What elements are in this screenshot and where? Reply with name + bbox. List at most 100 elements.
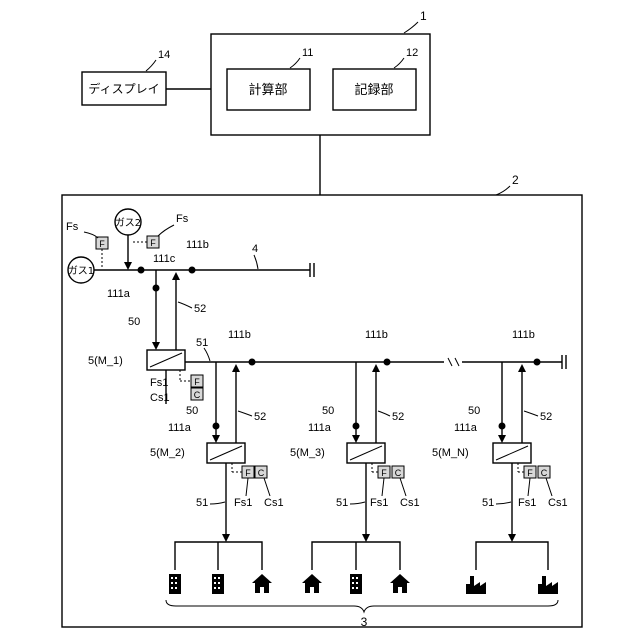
- gas2-feed-arrow: [124, 262, 132, 270]
- label-51-mn: 51: [482, 497, 494, 509]
- m3-down-arrow: [352, 435, 360, 443]
- record-unit-ref: 12: [406, 47, 418, 59]
- label-52-mn-leader: [524, 411, 538, 416]
- building-icon: [212, 574, 224, 594]
- node-111a-mn: [499, 423, 506, 430]
- mn-tag-leaders: [528, 478, 552, 496]
- m2-out-arrow: [222, 534, 230, 542]
- station-m2-label: 5(M_2): [150, 447, 185, 459]
- consumers-bracket: [166, 600, 558, 612]
- house-icon: [252, 574, 272, 593]
- record-unit-label: 記録部: [354, 82, 393, 98]
- label-111b-2: 111b: [365, 329, 388, 341]
- factory-icon: [466, 576, 486, 594]
- m1-up-arrow: [172, 272, 180, 280]
- label-50-mn: 50: [468, 405, 480, 417]
- node-111b-main: [189, 267, 196, 274]
- building-icon: [350, 574, 362, 594]
- label-52-mn: 52: [540, 411, 552, 423]
- m3-out-arrow: [362, 534, 370, 542]
- label-52-m1-leader: [178, 302, 192, 308]
- station-m3-label: 5(M_3): [290, 447, 325, 459]
- label-52-m3-leader: [378, 411, 390, 416]
- m3-cs1-label: Cs1: [400, 497, 420, 509]
- factory-icon: [538, 576, 558, 594]
- m1-down-arrow: [152, 342, 160, 350]
- node-111c: [138, 267, 145, 274]
- label-111b-3: 111b: [512, 329, 535, 341]
- node-111b-2: [384, 359, 391, 366]
- gas1-fs-label: Fs: [66, 221, 79, 233]
- m2-cs1-label: Cs1: [264, 497, 284, 509]
- label-52-m3: 52: [392, 411, 404, 423]
- consumers-ref: 3: [361, 615, 368, 629]
- gas2-fs-label: Fs: [176, 213, 189, 225]
- label-50-m1: 50: [128, 316, 140, 328]
- m3-c-tag-label: C: [395, 468, 402, 478]
- node-111a-m3: [353, 423, 360, 430]
- label-51-m3-leader: [350, 502, 365, 504]
- label-111c: 111c: [153, 253, 176, 265]
- calc-unit-label: 計算部: [248, 82, 287, 98]
- label-111a-mn: 111a: [454, 422, 478, 434]
- mn-c-tag-label: C: [541, 468, 548, 478]
- m2-up-arrow: [232, 364, 240, 372]
- m2-f-tag-label: F: [245, 468, 251, 478]
- display-label: ディスプレイ: [88, 81, 159, 96]
- label-111a-m1: 111a: [107, 288, 131, 300]
- station-mn-label: 5(M_N): [432, 447, 469, 459]
- m3-fs1-label: Fs1: [370, 497, 388, 509]
- house-icon: [302, 574, 322, 593]
- mn-down-arrow: [498, 435, 506, 443]
- mn-cs1-label: Cs1: [548, 497, 568, 509]
- label-50-m3: 50: [322, 405, 334, 417]
- label-51-m2-leader: [210, 502, 225, 504]
- node-111b-3: [534, 359, 541, 366]
- label-111b-1: 111b: [228, 329, 251, 341]
- m2-c-tag-label: C: [258, 468, 265, 478]
- system-ref: 2: [512, 173, 519, 187]
- m3-tag-leaders: [382, 478, 406, 496]
- server-ref: 1: [420, 9, 427, 23]
- gas2-fs-leader: [158, 225, 174, 236]
- display-ref: 14: [158, 49, 170, 61]
- node-111a-m1: [153, 285, 160, 292]
- main-pipeline-ref: 4: [252, 243, 258, 255]
- m3-up-arrow: [372, 364, 380, 372]
- mn-up-arrow: [518, 364, 526, 372]
- label-111a-m3: 111a: [308, 422, 332, 434]
- mn-f-tag-label: F: [527, 468, 533, 478]
- mn-consumer-rail: [476, 542, 548, 570]
- label-51-mn-leader: [496, 502, 511, 504]
- mn-out-arrow: [508, 534, 516, 542]
- mn-fs1-label: Fs1: [518, 497, 536, 509]
- label-50-m2: 50: [186, 405, 198, 417]
- label-52-m2-leader: [238, 411, 252, 416]
- m2-tag-leaders: [246, 478, 270, 496]
- distribution-break: [448, 358, 459, 366]
- node-111b-1: [249, 359, 256, 366]
- display-ref-leader: [146, 60, 156, 71]
- gas2-f-tag-label: F: [150, 238, 156, 248]
- m2-fs1-label: Fs1: [234, 497, 252, 509]
- gas-source-2-label: ガス2: [115, 217, 141, 229]
- building-icon: [169, 574, 181, 594]
- main-pipeline-ref-leader: [254, 255, 258, 269]
- house-icon: [390, 574, 410, 593]
- m1-c-tag-label: C: [194, 390, 201, 400]
- label-51-m2: 51: [196, 497, 208, 509]
- label-51-m1: 51: [196, 337, 208, 349]
- calc-unit-ref: 11: [302, 47, 313, 59]
- label-52-m1: 52: [194, 303, 206, 315]
- station-m1-label: 5(M_1): [88, 355, 123, 367]
- label-51-m1-leader: [204, 348, 210, 361]
- server-ref-leader: [404, 22, 418, 33]
- gas-source-1-label: ガス1: [68, 265, 94, 277]
- label-111b-main: 111b: [186, 239, 209, 251]
- m2-down-arrow: [212, 435, 220, 443]
- label-51-m3: 51: [336, 497, 348, 509]
- m3-consumer-rail: [312, 542, 400, 570]
- node-111a-m2: [213, 423, 220, 430]
